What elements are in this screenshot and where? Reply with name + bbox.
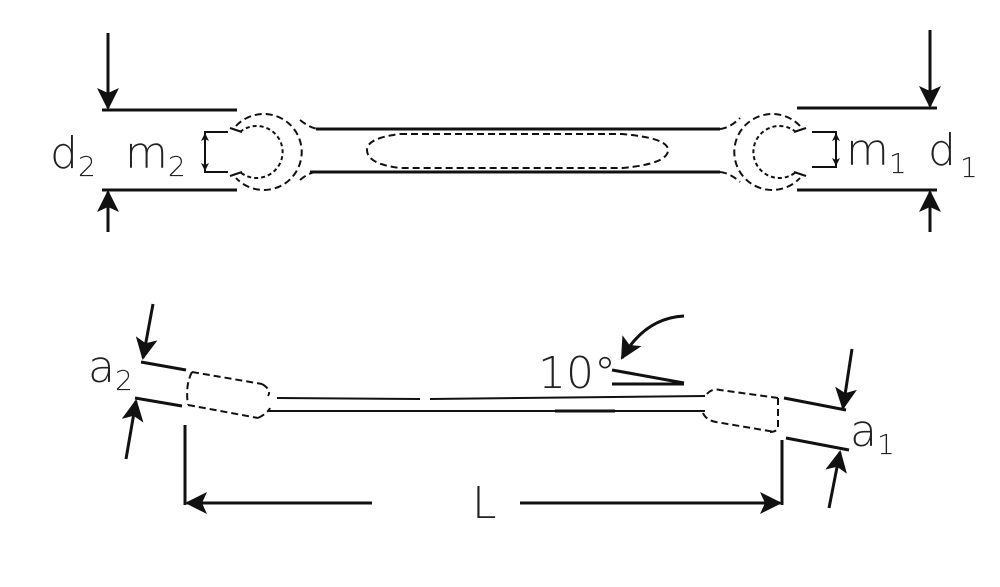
left-head-profile: [186, 371, 271, 419]
left-flare-ring-head: [229, 113, 303, 191]
a2-dimension: [121, 303, 187, 460]
angle-indicator: [611, 314, 685, 386]
side-view: a2 10°: [88, 303, 895, 529]
length-dimension: [183, 425, 784, 514]
label-angle-10deg: 10°: [538, 348, 616, 399]
label-d2: d2: [50, 128, 96, 183]
right-flare-ring-head: [733, 113, 807, 191]
d1-dimension: [797, 30, 941, 232]
wrench-handle: [299, 117, 741, 183]
d2-dimension: [97, 33, 237, 232]
label-m2: m2: [125, 128, 186, 183]
a1-dimension: [783, 348, 857, 509]
m1-dimension: [812, 131, 840, 168]
label-length-L: L: [472, 478, 497, 529]
m2-dimension: [201, 131, 228, 173]
wrench-shaft-side: [268, 395, 706, 413]
label-a2: a2: [88, 342, 133, 397]
label-a1: a1: [850, 406, 895, 461]
right-head-profile: [702, 388, 779, 433]
top-view: d2 m2: [50, 30, 978, 232]
label-m1: m1: [846, 125, 907, 180]
